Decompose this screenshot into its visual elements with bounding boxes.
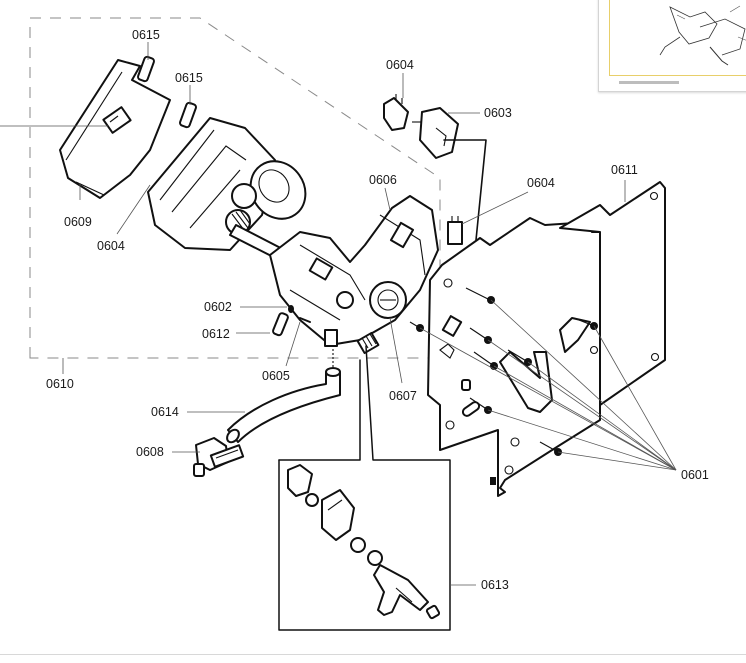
- part-mounting-plate[interactable]: [427, 217, 601, 497]
- label-0615-b[interactable]: 0615: [175, 71, 203, 85]
- part-rear-plate-0611[interactable]: [559, 181, 666, 406]
- part-washer-0602[interactable]: [288, 305, 294, 313]
- label-0612[interactable]: 0612: [202, 327, 230, 341]
- label-0604-a[interactable]: 0604: [97, 239, 125, 253]
- label-0604-c[interactable]: 0604: [527, 176, 555, 190]
- label-0611[interactable]: 0611: [611, 163, 638, 177]
- part-pin-0615-a[interactable]: [137, 55, 155, 83]
- part-spring[interactable]: [356, 331, 380, 355]
- part-housing-0609[interactable]: [59, 59, 171, 199]
- part-hose-0614[interactable]: [225, 345, 341, 445]
- label-0613[interactable]: 0613: [481, 578, 509, 592]
- label-0615-a[interactable]: 0615: [132, 28, 160, 42]
- thumbnail-caption: [619, 81, 679, 84]
- bottom-divider: [0, 654, 746, 655]
- part-nozzle-0612[interactable]: [272, 312, 289, 337]
- part-flow-meter-0607[interactable]: [369, 281, 407, 319]
- label-0603[interactable]: 0603: [484, 106, 512, 120]
- wire-0603: [443, 139, 487, 241]
- part-switch-0603[interactable]: [412, 107, 459, 159]
- part-outlet-0608[interactable]: [193, 437, 245, 477]
- overview-thumbnail[interactable]: [598, 0, 746, 92]
- label-0605[interactable]: 0605: [262, 369, 290, 383]
- label-0601[interactable]: 0601: [681, 468, 709, 482]
- part-labels: 0615 0615 0609 0604 0604 0603 0604 0606 …: [46, 28, 709, 592]
- part-screws-0601[interactable]: [409, 287, 598, 456]
- screw: [409, 321, 424, 332]
- label-0614[interactable]: 0614: [151, 405, 179, 419]
- assembly-boundary-0610: [29, 17, 441, 359]
- label-0610[interactable]: 0610: [46, 377, 74, 391]
- label-0604-b[interactable]: 0604: [386, 58, 414, 72]
- leader-lines: [0, 42, 677, 586]
- detail-box-0613: [278, 345, 451, 631]
- label-0606[interactable]: 0606: [369, 173, 397, 187]
- part-valve-kit-0613[interactable]: [287, 464, 441, 620]
- part-clip-0605[interactable]: [299, 317, 311, 323]
- part-pin-0615-b[interactable]: [179, 101, 197, 129]
- label-0609[interactable]: 0609: [64, 215, 92, 229]
- part-connector-0604-plate[interactable]: [447, 216, 463, 245]
- label-0607[interactable]: 0607: [389, 389, 417, 403]
- part-connector-0604-top[interactable]: [383, 94, 409, 131]
- label-0602[interactable]: 0602: [204, 300, 232, 314]
- plate-tab: [490, 477, 496, 485]
- label-0608[interactable]: 0608: [136, 445, 164, 459]
- thumbnail-diagram: [659, 5, 746, 66]
- thumbnail-viewport: [609, 0, 746, 76]
